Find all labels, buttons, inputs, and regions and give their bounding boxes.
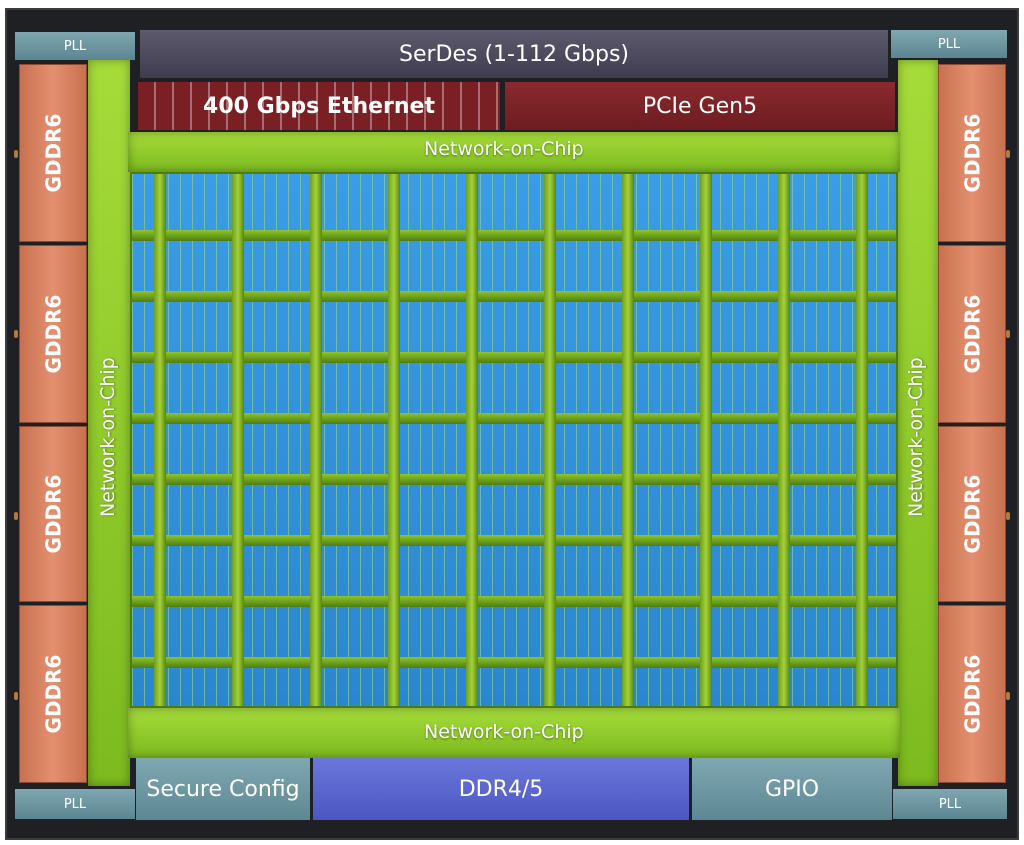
secure-config-block: Secure Config <box>136 758 310 820</box>
pin <box>1006 330 1010 338</box>
mesh-vertical-bus <box>700 174 712 706</box>
gddr6-label: GDDR6 <box>41 474 65 554</box>
noc-right-bar <box>898 60 938 786</box>
ddr-label: DDR4/5 <box>458 776 544 802</box>
gddr6-right-2: GDDR6 <box>938 245 1006 423</box>
mesh-horizontal-bus <box>132 291 896 302</box>
noc-left-label: Network-on-Chip <box>97 357 119 517</box>
noc-left-bar <box>88 60 130 786</box>
mesh-vertical-bus <box>466 174 478 706</box>
gddr6-label: GDDR6 <box>41 113 65 193</box>
pll-label: PLL <box>63 38 87 54</box>
pin <box>14 330 18 338</box>
mesh-horizontal-bus <box>132 535 896 546</box>
ethernet-label: 400 Gbps Ethernet <box>203 93 435 119</box>
mesh-horizontal-bus <box>132 230 896 241</box>
pin <box>14 150 18 158</box>
noc-bottom-label: Network-on-Chip <box>424 721 584 743</box>
mesh-horizontal-bus <box>132 352 896 363</box>
mesh-horizontal-bus <box>132 596 896 607</box>
mesh-horizontal-bus <box>132 413 896 424</box>
serdes-label: SerDes (1-112 Gbps) <box>398 41 629 67</box>
mesh-vertical-bus <box>778 174 790 706</box>
noc-right-label: Network-on-Chip <box>905 357 927 517</box>
ethernet-block: 400 Gbps Ethernet <box>138 82 500 130</box>
pcie-label: PCIe Gen5 <box>642 93 758 119</box>
gddr6-right-4: GDDR6 <box>938 605 1006 783</box>
noc-top-label: Network-on-Chip <box>424 138 584 160</box>
pll-label: PLL <box>937 36 961 52</box>
gddr6-label: GDDR6 <box>41 654 65 734</box>
gddr6-label: GDDR6 <box>960 294 984 374</box>
mesh-vertical-bus <box>856 174 868 706</box>
noc-top-bar <box>128 132 900 172</box>
pcie-block: PCIe Gen5 <box>505 82 895 130</box>
compute-array <box>130 172 898 708</box>
gddr6-label: GDDR6 <box>960 474 984 554</box>
mesh-horizontal-bus <box>132 657 896 668</box>
gddr6-left-2: GDDR6 <box>19 245 87 423</box>
mesh-vertical-bus <box>154 174 166 706</box>
pin <box>1006 512 1010 520</box>
gddr6-right-1: GDDR6 <box>938 64 1006 242</box>
secure-config-label: Secure Config <box>146 776 300 802</box>
gddr6-label: GDDR6 <box>960 654 984 734</box>
gpio-block: GPIO <box>692 758 892 820</box>
ddr-block: DDR4/5 <box>313 758 689 820</box>
gddr6-right-3: GDDR6 <box>938 426 1006 602</box>
pll-label: PLL <box>938 796 962 812</box>
mesh-vertical-bus <box>388 174 400 706</box>
pin <box>1006 150 1010 158</box>
noc-bottom-bar <box>128 708 900 758</box>
serdes-block: SerDes (1-112 Gbps) <box>140 30 888 78</box>
mesh-vertical-bus <box>232 174 244 706</box>
pll-bottom-right: PLL <box>893 789 1007 819</box>
mesh-vertical-bus <box>622 174 634 706</box>
mesh-vertical-bus <box>310 174 322 706</box>
gpio-label: GPIO <box>764 776 820 802</box>
pin <box>14 692 18 700</box>
gddr6-label: GDDR6 <box>41 294 65 374</box>
pll-label: PLL <box>63 796 87 812</box>
mesh-vertical-bus <box>544 174 556 706</box>
pin <box>1006 692 1010 700</box>
pin <box>14 512 18 520</box>
compute-cells <box>132 174 896 706</box>
pll-top-left: PLL <box>15 32 135 60</box>
mesh-horizontal-bus <box>132 474 896 485</box>
gddr6-left-3: GDDR6 <box>19 426 87 602</box>
gddr6-left-1: GDDR6 <box>19 64 87 242</box>
gddr6-left-4: GDDR6 <box>19 605 87 783</box>
gddr6-label: GDDR6 <box>960 113 984 193</box>
pll-top-right: PLL <box>891 30 1007 58</box>
pll-bottom-left: PLL <box>15 789 135 819</box>
